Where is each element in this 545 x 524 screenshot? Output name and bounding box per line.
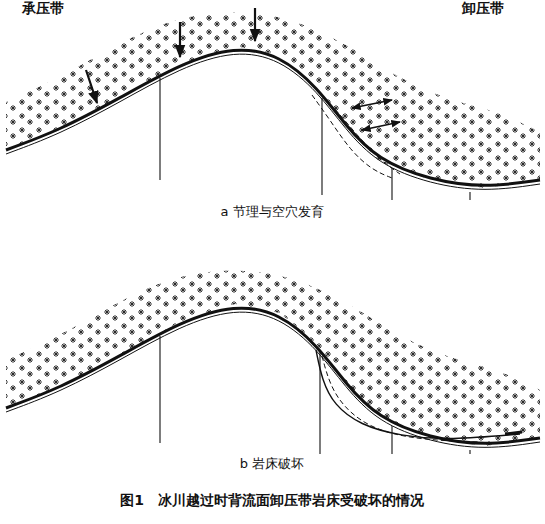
rock-joint [391,168,392,200]
broken-slab [316,350,520,438]
zone-label: 卸压带 [462,0,504,17]
pressure-arrow [86,70,97,103]
rock-joint [159,78,160,180]
zone-label: 承压带 [22,0,64,17]
rock-joint [469,450,470,454]
release-arrow [362,122,400,130]
panel-label: a 节理与空穴发育 [220,204,323,220]
bedrock-surface [6,308,540,443]
pressure-arrow [254,8,256,41]
glacier-ice [0,258,545,458]
pressure-arrow [179,22,181,57]
rock-joint [321,98,322,195]
bedrock-surface-inner [6,54,540,189]
slab-tip [505,432,522,434]
bedrock-surface-inner [6,312,540,447]
rock-joint [469,192,470,200]
release-arrow [352,100,392,108]
glacier-ice [0,0,545,200]
rock-joint [159,336,160,443]
bedrock-surface [6,50,540,185]
cavity-dashed [312,95,392,178]
figure-caption: 图1 冰川越过时背流面卸压带岩床受破坏的情况 [120,492,424,509]
cavity-dashed [318,92,400,174]
rock-joint [391,426,392,454]
fracture-dashed [322,356,480,442]
panel-label: b 岩床破坏 [240,456,304,472]
